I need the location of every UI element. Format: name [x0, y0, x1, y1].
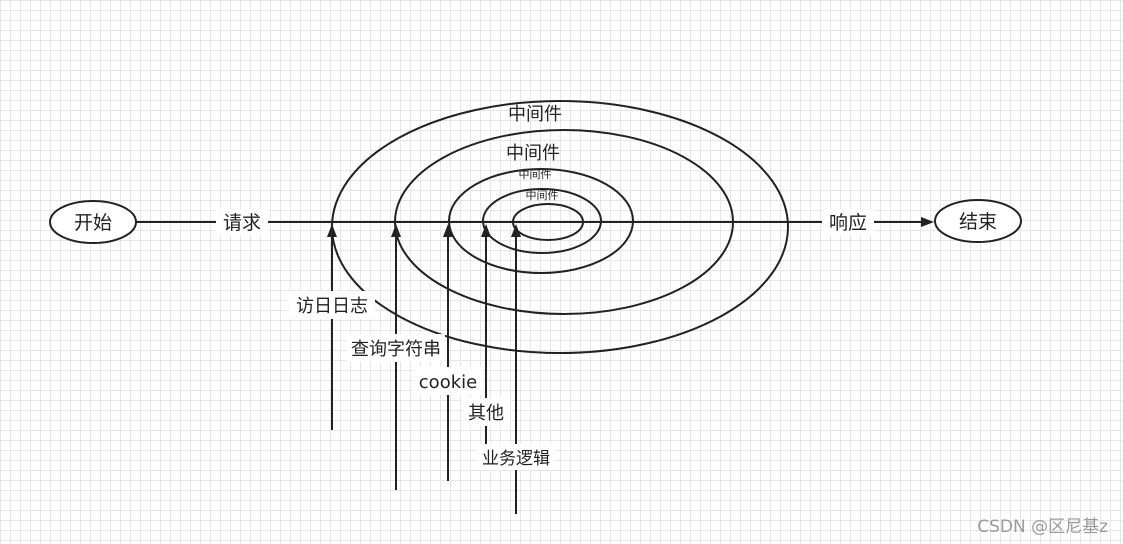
middleware-arrowhead-5 [511, 224, 521, 237]
middleware-label-5: 业务逻辑 [482, 449, 550, 469]
middleware-arrowhead-3 [443, 224, 453, 237]
middleware-label-1: 访日日志 [296, 296, 368, 317]
request-label-bg [216, 209, 268, 235]
middleware-label-bg-3 [413, 367, 483, 395]
middleware-label-bg-4 [462, 398, 510, 426]
layer-label-third: 中间件 [519, 168, 552, 181]
response-label-bg [822, 209, 874, 235]
middleware-arrowhead-4 [481, 224, 491, 237]
middleware-label-3: cookie [419, 372, 477, 393]
layer-label-outer: 中间件 [508, 104, 562, 125]
start-label: 开始 [74, 212, 112, 234]
response-label: 响应 [829, 212, 867, 234]
middleware-label-bg-5 [476, 444, 556, 470]
request-label: 请求 [223, 212, 261, 234]
middleware-label-2: 查询字符串 [351, 339, 441, 360]
layer-label-second: 中间件 [506, 143, 560, 164]
middleware-label-bg-2 [347, 334, 445, 362]
middleware-label-bg-1 [289, 291, 375, 319]
end-label: 结束 [959, 211, 997, 233]
watermark: CSDN @区尼基z [977, 517, 1108, 537]
middleware-label-4: 其他 [468, 403, 504, 424]
middleware-arrowhead-1 [327, 224, 337, 237]
start-node [49, 200, 137, 244]
middleware-arrowhead-2 [391, 224, 401, 237]
layer-label-fourth: 中间件 [526, 189, 559, 202]
response-arrowhead [921, 217, 934, 227]
end-node [934, 199, 1022, 243]
ring-outer [331, 100, 789, 354]
